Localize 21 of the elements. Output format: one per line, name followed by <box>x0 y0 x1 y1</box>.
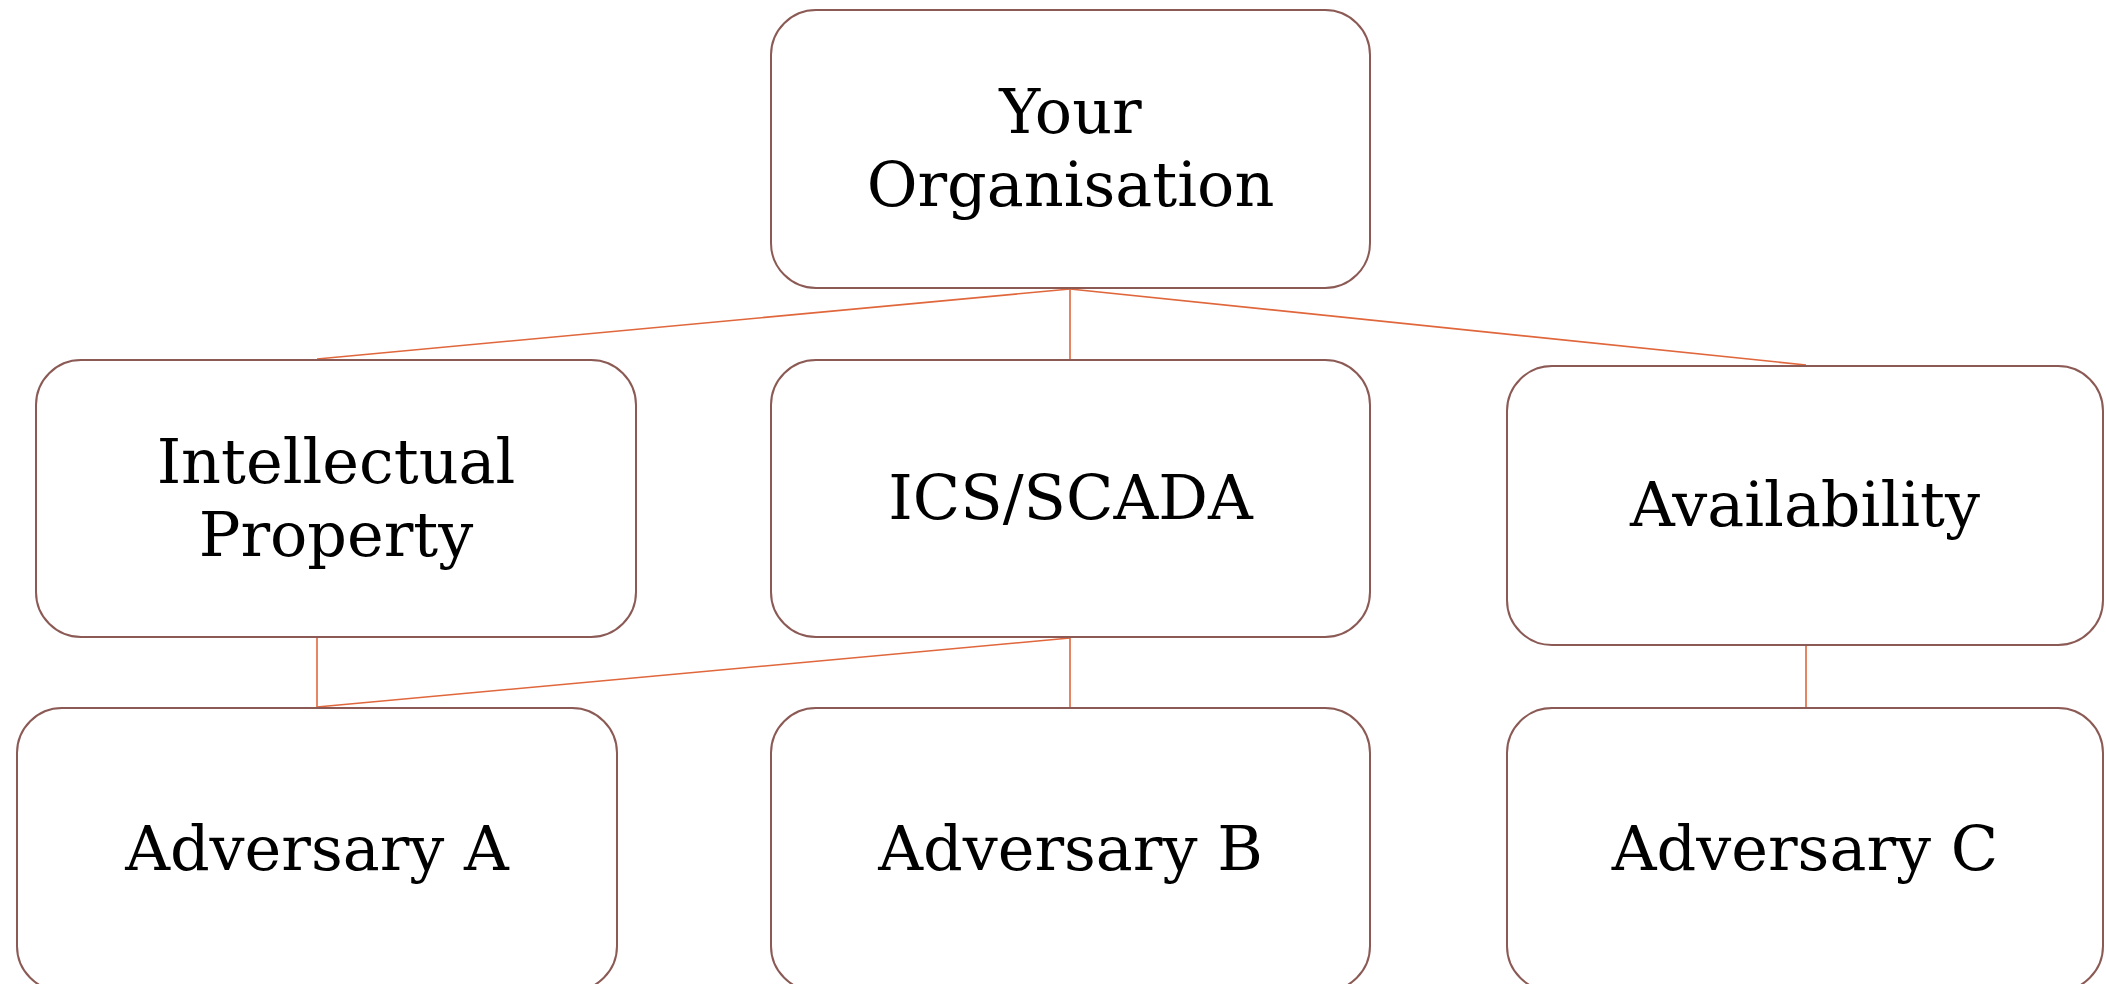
node-label: Availability <box>1628 469 1981 542</box>
node-box <box>770 359 1371 638</box>
node-label: Your Organisation <box>865 76 1276 222</box>
connector-line <box>316 637 1071 708</box>
connector-line <box>1069 637 1071 708</box>
node-box <box>35 359 637 638</box>
node-label: Adversary B <box>877 813 1264 886</box>
node-box <box>770 9 1371 289</box>
node-label: ICS/SCADA <box>887 462 1255 535</box>
node-label: Intellectual Property <box>155 425 517 572</box>
node-box <box>1506 707 2104 984</box>
node-label: Adversary A <box>124 813 511 886</box>
connector-line <box>316 637 318 708</box>
connector-line <box>316 288 1071 360</box>
node-label: Adversary C <box>1610 813 2000 886</box>
node-box <box>1506 365 2104 646</box>
node-box <box>770 707 1371 984</box>
node-box <box>16 707 618 984</box>
connector-line <box>1805 645 1807 708</box>
connector-line <box>1069 288 1807 366</box>
connector-line <box>1069 288 1071 360</box>
